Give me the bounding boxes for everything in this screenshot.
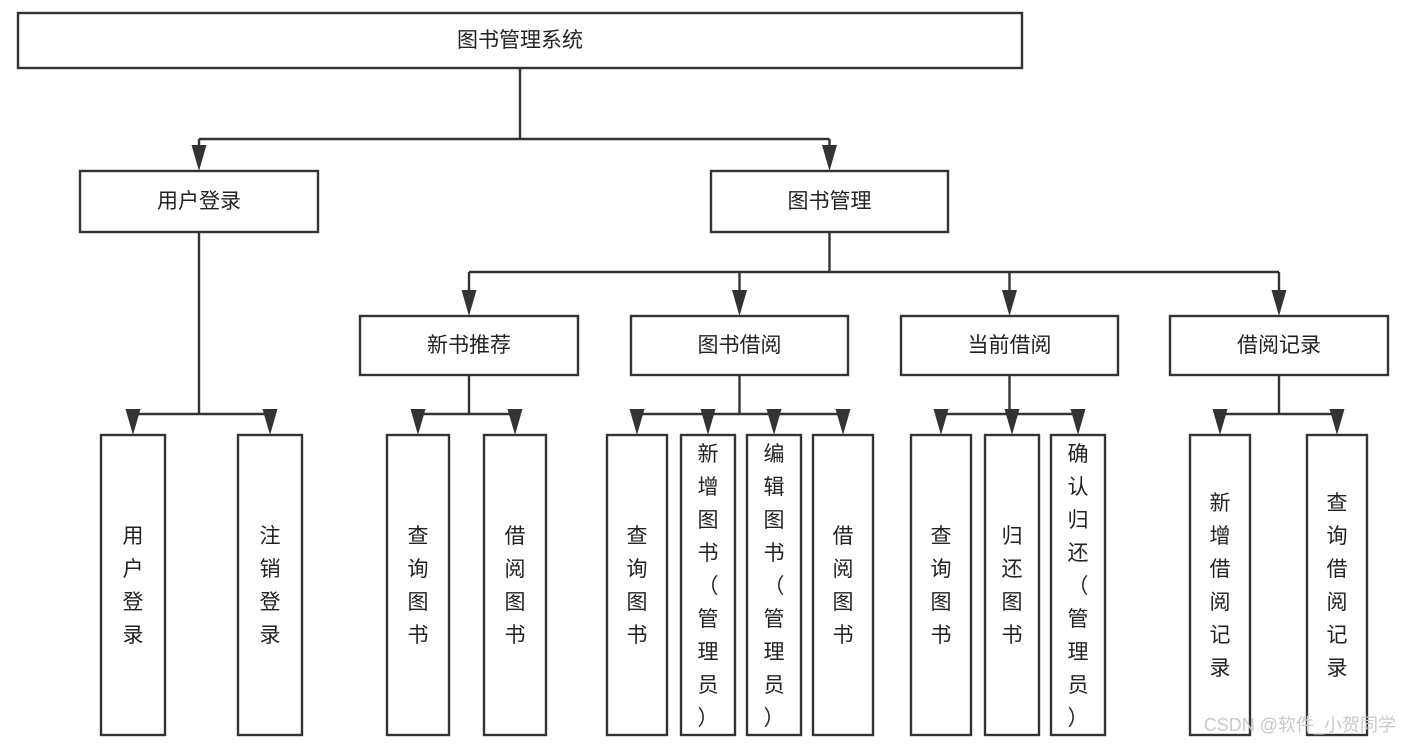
node-book-manage[interactable]: 图书管理 bbox=[709, 169, 950, 234]
node-box-leaf-4[interactable] bbox=[482, 433, 548, 737]
arrow-head-leaf-12 bbox=[1212, 409, 1228, 435]
node-label-leaf-11: 确认归还（管理员） bbox=[1068, 443, 1089, 730]
node-label-leaf-9: 查询图书 bbox=[931, 525, 952, 647]
node-box-leaf-5[interactable] bbox=[605, 433, 669, 737]
node-box-borrow-record[interactable] bbox=[1168, 314, 1390, 377]
node-label-leaf-10: 归还图书 bbox=[1002, 525, 1023, 647]
arrow-head-leaf-11 bbox=[1070, 409, 1086, 435]
node-box-leaf-12[interactable] bbox=[1188, 433, 1252, 737]
node-borrow-record[interactable]: 借阅记录 bbox=[1168, 314, 1390, 377]
node-box-leaf-7[interactable] bbox=[745, 433, 803, 737]
node-leaf-12[interactable]: 新增借阅记录 bbox=[1188, 433, 1252, 737]
arrow-head-current-borrow bbox=[1002, 290, 1017, 316]
arrow-head-book-borrow bbox=[732, 290, 747, 316]
node-current-borrow[interactable]: 当前借阅 bbox=[899, 314, 1120, 377]
node-label-leaf-3: 查询图书 bbox=[408, 525, 429, 647]
node-box-root[interactable] bbox=[16, 11, 1024, 70]
node-box-leaf-8[interactable] bbox=[811, 433, 875, 737]
arrow-head-leaf-7 bbox=[766, 409, 782, 435]
arrow-head-leaf-8 bbox=[835, 409, 851, 435]
node-box-leaf-11[interactable] bbox=[1049, 433, 1107, 737]
node-root[interactable]: 图书管理系统 bbox=[16, 11, 1024, 70]
node-box-current-borrow[interactable] bbox=[899, 314, 1120, 377]
arrow-head-leaf-1 bbox=[125, 409, 141, 435]
arrow-head-leaf-3 bbox=[410, 409, 426, 435]
node-box-new-book-rec[interactable] bbox=[358, 314, 580, 377]
node-leaf-5[interactable]: 查询图书 bbox=[605, 433, 669, 737]
node-leaf-8[interactable]: 借阅图书 bbox=[811, 433, 875, 737]
node-label-book-manage: 图书管理 bbox=[788, 190, 872, 213]
arrow-head-user-login bbox=[191, 145, 207, 171]
node-leaf-11[interactable]: 确认归还（管理员） bbox=[1049, 433, 1107, 737]
node-leaf-2[interactable]: 注销登录 bbox=[236, 433, 304, 737]
node-user-login[interactable]: 用户登录 bbox=[78, 169, 320, 234]
node-new-book-rec[interactable]: 新书推荐 bbox=[358, 314, 580, 377]
node-label-user-login: 用户登录 bbox=[157, 190, 241, 213]
node-label-leaf-1: 用户登录 bbox=[123, 525, 144, 647]
node-label-borrow-record: 借阅记录 bbox=[1237, 334, 1321, 357]
node-box-leaf-6[interactable] bbox=[679, 433, 737, 737]
node-box-leaf-10[interactable] bbox=[983, 433, 1041, 737]
nodes-layer: 图书管理系统用户登录图书管理新书推荐图书借阅当前借阅借阅记录用户登录注销登录查询… bbox=[16, 11, 1390, 737]
arrow-head-leaf-5 bbox=[629, 409, 645, 435]
arrow-head-leaf-9 bbox=[933, 409, 949, 435]
node-leaf-6[interactable]: 新增图书（管理员） bbox=[679, 433, 737, 737]
arrow-head-leaf-10 bbox=[1004, 409, 1020, 435]
node-label-root: 图书管理系统 bbox=[457, 29, 583, 52]
node-label-leaf-2: 注销登录 bbox=[260, 525, 281, 647]
edges-layer bbox=[125, 68, 1345, 435]
node-label-new-book-rec: 新书推荐 bbox=[427, 334, 511, 357]
node-box-leaf-2[interactable] bbox=[236, 433, 304, 737]
node-box-leaf-13[interactable] bbox=[1305, 433, 1369, 737]
node-leaf-7[interactable]: 编辑图书（管理员） bbox=[745, 433, 803, 737]
arrow-head-borrow-record bbox=[1271, 290, 1287, 316]
arrow-head-book-manage bbox=[822, 145, 837, 171]
node-leaf-9[interactable]: 查询图书 bbox=[909, 433, 973, 737]
node-label-leaf-7: 编辑图书（管理员） bbox=[764, 443, 785, 730]
node-box-leaf-1[interactable] bbox=[99, 433, 167, 737]
node-box-user-login[interactable] bbox=[78, 169, 320, 234]
arrow-head-leaf-2 bbox=[262, 409, 278, 435]
watermark-label: CSDN @软件_小贺同学 bbox=[1204, 715, 1396, 736]
node-label-leaf-8: 借阅图书 bbox=[833, 525, 854, 647]
node-box-book-manage[interactable] bbox=[709, 169, 950, 234]
node-leaf-4[interactable]: 借阅图书 bbox=[482, 433, 548, 737]
arrow-head-leaf-13 bbox=[1329, 409, 1345, 435]
node-box-leaf-3[interactable] bbox=[385, 433, 451, 737]
node-label-book-borrow: 图书借阅 bbox=[698, 334, 782, 357]
node-label-current-borrow: 当前借阅 bbox=[968, 334, 1052, 357]
node-leaf-1[interactable]: 用户登录 bbox=[99, 433, 167, 737]
node-book-borrow[interactable]: 图书借阅 bbox=[629, 314, 850, 377]
node-leaf-10[interactable]: 归还图书 bbox=[983, 433, 1041, 737]
node-label-leaf-12: 新增借阅记录 bbox=[1210, 492, 1231, 680]
node-label-leaf-4: 借阅图书 bbox=[505, 525, 526, 647]
arrow-head-leaf-6 bbox=[700, 409, 716, 435]
node-label-leaf-5: 查询图书 bbox=[627, 525, 648, 647]
arrow-head-new-book-rec bbox=[461, 290, 477, 316]
node-box-book-borrow[interactable] bbox=[629, 314, 850, 377]
node-label-leaf-6: 新增图书（管理员） bbox=[698, 443, 719, 730]
node-leaf-13[interactable]: 查询借阅记录 bbox=[1305, 433, 1369, 737]
node-box-leaf-9[interactable] bbox=[909, 433, 973, 737]
node-leaf-3[interactable]: 查询图书 bbox=[385, 433, 451, 737]
node-label-leaf-13: 查询借阅记录 bbox=[1327, 492, 1348, 680]
arrow-head-leaf-4 bbox=[507, 409, 523, 435]
